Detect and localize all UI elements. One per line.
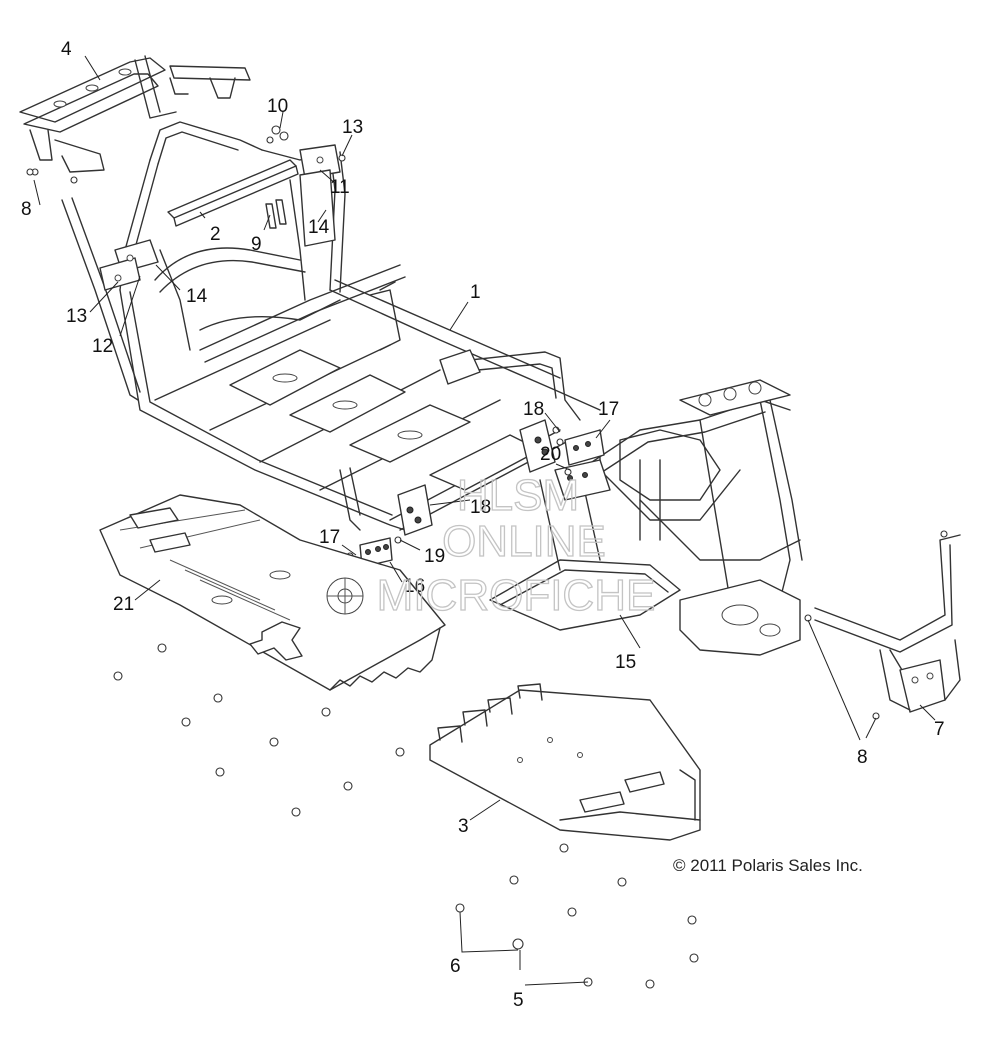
callout-18-lower: 18 (470, 497, 491, 518)
callout-15: 15 (615, 652, 636, 673)
callout-17-right: 17 (598, 399, 619, 420)
callout-20: 20 (540, 444, 561, 465)
callout-8-rear: 8 (857, 747, 868, 768)
parts-12-13-14-brackets (99, 169, 336, 351)
callout-6: 6 (450, 956, 461, 977)
part-1-main-frame (61, 121, 601, 536)
part-4-front-bracket (19, 55, 251, 184)
watermark-line-2: ONLINE (442, 517, 606, 566)
callout-13-right: 13 (342, 117, 363, 138)
callout-14-right: 14 (308, 217, 330, 238)
callout-3: 3 (458, 816, 469, 837)
watermark: HLSM ONLINE MICROFICHE (376, 470, 656, 620)
callout-2: 2 (210, 224, 221, 245)
callout-12: 12 (92, 336, 113, 357)
callout-4: 4 (61, 39, 72, 60)
watermark-line-1: HLSM (457, 471, 579, 520)
part-7-rear-bumper (804, 530, 961, 720)
callout-14-left: 14 (186, 286, 208, 307)
callout-13-left: 13 (66, 306, 87, 327)
callout-19: 19 (424, 546, 445, 567)
leader-lines (33, 55, 936, 986)
callout-10: 10 (267, 96, 288, 117)
callout-9: 9 (251, 234, 262, 255)
loose-fasteners (26, 168, 699, 989)
callout-7: 7 (934, 719, 945, 740)
callout-1: 1 (470, 282, 481, 303)
callout-11: 11 (330, 177, 350, 198)
callout-16: 16 (404, 576, 425, 597)
callout-5: 5 (513, 990, 524, 1011)
watermark-line-3: MICROFICHE (377, 571, 656, 620)
callout-17-left: 17 (319, 527, 340, 548)
callout-labels: 1 2 3 4 5 6 7 8 8 9 10 11 12 13 13 14 14… (21, 39, 945, 1011)
callout-18-upper: 18 (523, 399, 544, 420)
part-21-front-skid-plate (99, 494, 446, 691)
callout-8-front: 8 (21, 199, 32, 220)
part-2-cross-bar (167, 159, 299, 227)
copyright-notice: © 2011 Polaris Sales Inc. (673, 856, 863, 875)
part-3-rear-skid-plate (429, 683, 701, 841)
callout-21: 21 (113, 594, 134, 615)
